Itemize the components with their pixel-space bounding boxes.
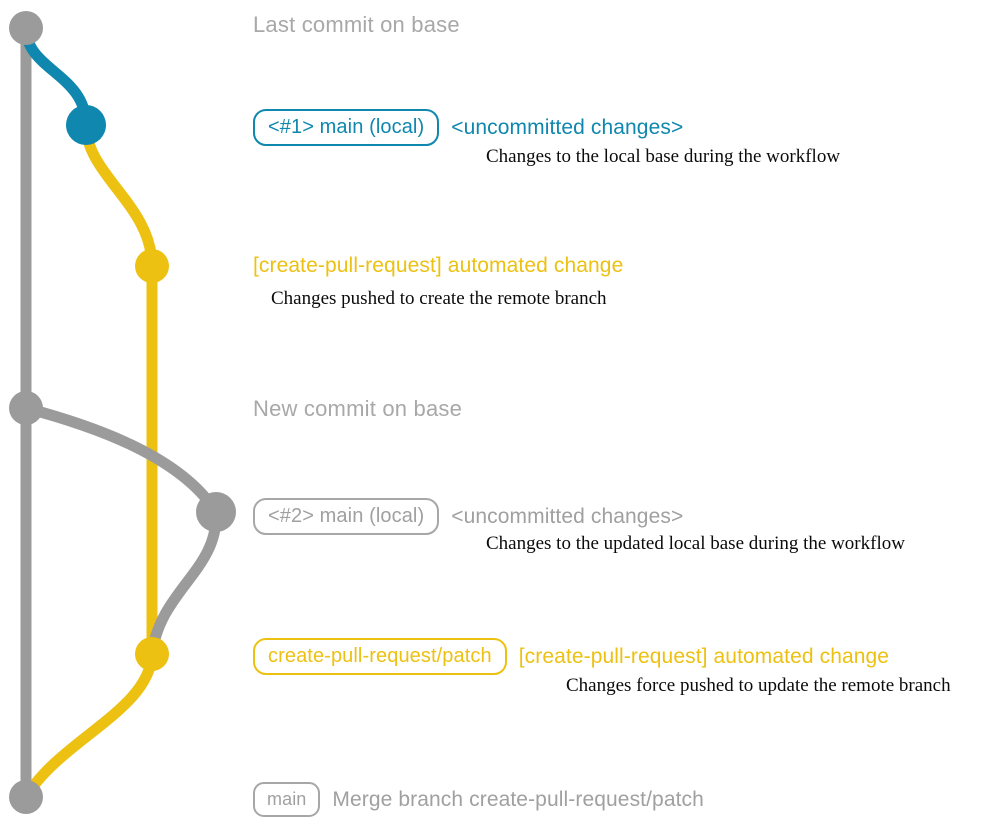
edge-local2-to-remote2 <box>146 506 222 660</box>
branch-pill-main-local-2[interactable]: <#2> main (local) <box>253 498 440 535</box>
commit-note-local-1: Changes to the local base during the wor… <box>486 146 841 167</box>
commit-note-remote-2: Changes force pushed to update the remot… <box>566 675 951 696</box>
node-local-1[interactable] <box>66 105 106 145</box>
commit-note-remote-1: Changes pushed to create the remote bran… <box>271 288 607 309</box>
edge-remote2-to-merge <box>20 648 158 803</box>
node-local-2[interactable] <box>196 492 236 532</box>
node-remote-1[interactable] <box>135 249 169 283</box>
branch-pill-main-local-1[interactable]: <#1> main (local) <box>253 109 440 146</box>
commit-row-local-1: <#1> main (local) <uncommitted changes> <box>253 109 683 146</box>
commit-subject-local-1: <uncommitted changes> <box>451 116 684 139</box>
edge-local1-to-remote1 <box>80 119 158 272</box>
commit-row-remote-2: create-pull-request/patch [create-pull-r… <box>253 638 889 675</box>
heading-new-commit-on-base: New commit on base <box>253 396 463 421</box>
commit-subject-local-2: <uncommitted changes> <box>451 505 684 528</box>
node-remote-2[interactable] <box>135 637 169 671</box>
node-merge-commit[interactable] <box>9 780 43 814</box>
commit-row-merge: main Merge branch create-pull-request/pa… <box>253 782 704 817</box>
node-base-new[interactable] <box>9 391 43 425</box>
commit-note-local-2: Changes to the updated local base during… <box>486 533 905 554</box>
commit-subject-merge: Merge branch create-pull-request/patch <box>332 788 704 811</box>
edge-basenew-to-local2 <box>20 402 222 518</box>
commit-subject-remote-1: [create-pull-request] automated change <box>253 254 624 277</box>
branch-pill-create-pull-request-patch[interactable]: create-pull-request/patch <box>253 638 507 675</box>
commit-row-local-2: <#2> main (local) <uncommitted changes> <box>253 498 683 535</box>
branch-pill-main[interactable]: main <box>253 782 321 817</box>
commit-row-remote-1: [create-pull-request] automated change <box>253 253 623 278</box>
heading-last-commit-on-base: Last commit on base <box>253 12 460 37</box>
node-base-head[interactable] <box>9 11 43 45</box>
commit-subject-remote-2: [create-pull-request] automated change <box>518 645 890 668</box>
